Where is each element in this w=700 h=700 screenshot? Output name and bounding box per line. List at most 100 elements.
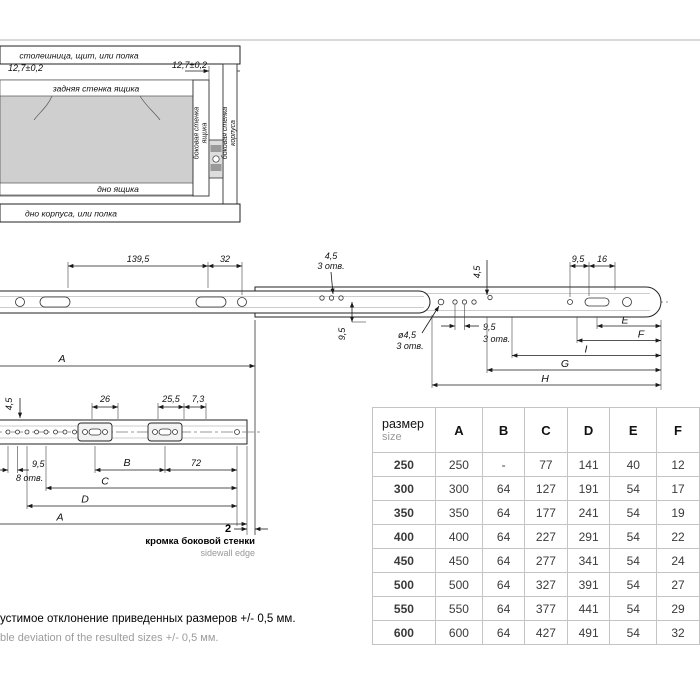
- dim-7-3: 7,3: [192, 394, 205, 404]
- size-cell: 550: [372, 596, 436, 621]
- value-cell: 64: [482, 500, 526, 525]
- sidewall-edge-label-ru: кромка боковой стенки: [145, 536, 255, 547]
- leader-line: [330, 271, 335, 295]
- header-size-en: size: [382, 431, 402, 443]
- value-cell: 54: [609, 548, 658, 573]
- value-cell: 127: [524, 476, 568, 501]
- column-header: D: [566, 407, 611, 453]
- leader-line: [33, 95, 53, 121]
- label-plate: [14, 49, 144, 61]
- dim-letter-A-side: A: [57, 353, 65, 365]
- dim-letter-I: I: [585, 344, 588, 356]
- size-cell: 350: [372, 500, 436, 525]
- dim-25-5: 25,5: [161, 394, 181, 404]
- value-cell: 341: [566, 548, 611, 573]
- cabinet-side-label-line1: боковая стенка: [221, 107, 229, 159]
- value-cell: 141: [566, 452, 611, 477]
- size-cell: 300: [372, 476, 436, 501]
- value-cell: 64: [482, 596, 526, 621]
- value-cell: 391: [566, 572, 611, 597]
- dim-dia-4-5-note: 3 отв.: [396, 341, 423, 351]
- gap-dim-right: 12,7±0,2: [172, 60, 207, 70]
- column-header: A: [434, 407, 484, 453]
- dim-9-5-bottom: 9,5: [483, 322, 497, 332]
- dim-letter-B: B: [123, 457, 130, 469]
- value-cell: 54: [609, 620, 658, 645]
- value-cell: 54: [609, 524, 658, 549]
- value-cell: 291: [566, 524, 611, 549]
- dim-4-5-plan: 4,5: [4, 397, 14, 411]
- gap-dim-left: 12,7±0,2: [8, 63, 43, 73]
- value-cell: 54: [609, 596, 658, 621]
- drawer-back-panel: [0, 79, 194, 197]
- value-cell: 441: [566, 596, 611, 621]
- dim-4-5-top-note: 3 отв.: [317, 261, 344, 271]
- dim-72: 72: [191, 458, 201, 468]
- value-cell: 550: [434, 596, 484, 621]
- column-header: E: [609, 407, 658, 453]
- dim-dia-4-5: ø4,5: [398, 330, 417, 340]
- value-cell: 400: [434, 524, 484, 549]
- size-cell: 600: [372, 620, 436, 645]
- value-cell: -: [482, 452, 526, 477]
- bottom-panel-label: дно корпуса, или полка: [25, 209, 117, 219]
- rail-holes: [15, 294, 632, 308]
- dim-9-5-plan-note: 8 отв.: [16, 473, 43, 483]
- dim-letter-C: C: [101, 476, 109, 488]
- size-cell: 250: [372, 452, 436, 477]
- value-cell: 227: [524, 524, 568, 549]
- value-cell: 54: [609, 500, 658, 525]
- value-cell: 327: [524, 572, 568, 597]
- value-cell: 600: [434, 620, 484, 645]
- value-cell: 64: [482, 524, 526, 549]
- installation-diagram: столешница, щит, или полка 12,7±0,2 12,7…: [0, 45, 241, 223]
- dim-letter-D: D: [81, 494, 89, 506]
- mounting-bracket: [77, 422, 113, 442]
- dim-32: 32: [220, 254, 230, 264]
- drawer-side-wall: [192, 79, 210, 197]
- value-cell: 54: [609, 476, 658, 501]
- value-cell: 27: [656, 572, 700, 597]
- value-cell: 64: [482, 620, 526, 645]
- value-cell: 377: [524, 596, 568, 621]
- value-cell: 12: [656, 452, 700, 477]
- value-cell: 250: [434, 452, 484, 477]
- drawer-bottom-label: дно ящика: [97, 184, 139, 194]
- dim-edge-offset: 2: [225, 523, 231, 535]
- value-cell: 40: [609, 452, 658, 477]
- value-cell: 427: [524, 620, 568, 645]
- drawer-side-label-line1: боковая стенка: [193, 107, 201, 159]
- value-cell: 177: [524, 500, 568, 525]
- value-cell: 450: [434, 548, 484, 573]
- slide-cross-section: [208, 139, 224, 179]
- drawer-side-label-line2: ящика: [202, 123, 209, 145]
- column-header: C: [524, 407, 568, 453]
- value-cell: 241: [566, 500, 611, 525]
- value-cell: 300: [434, 476, 484, 501]
- dim-letter-E: E: [621, 315, 629, 327]
- leader-line: [139, 95, 161, 121]
- value-cell: 64: [482, 476, 526, 501]
- dim-26: 26: [99, 394, 110, 404]
- footnote-ru: устимое отклонение приведенных размеров …: [0, 613, 296, 625]
- label-plate: [8, 207, 134, 219]
- dim-letter-H: H: [541, 373, 549, 385]
- value-cell: 77: [524, 452, 568, 477]
- dim-9-5-plan: 9,5: [32, 459, 46, 469]
- dim-9-5-vertical: 9,5: [337, 327, 347, 341]
- value-cell: 29: [656, 596, 700, 621]
- value-cell: 64: [482, 572, 526, 597]
- dim-4-5-vertical: 4,5: [472, 265, 482, 279]
- header-size: размер size: [372, 407, 436, 453]
- dim-16: 16: [597, 254, 607, 264]
- value-cell: 491: [566, 620, 611, 645]
